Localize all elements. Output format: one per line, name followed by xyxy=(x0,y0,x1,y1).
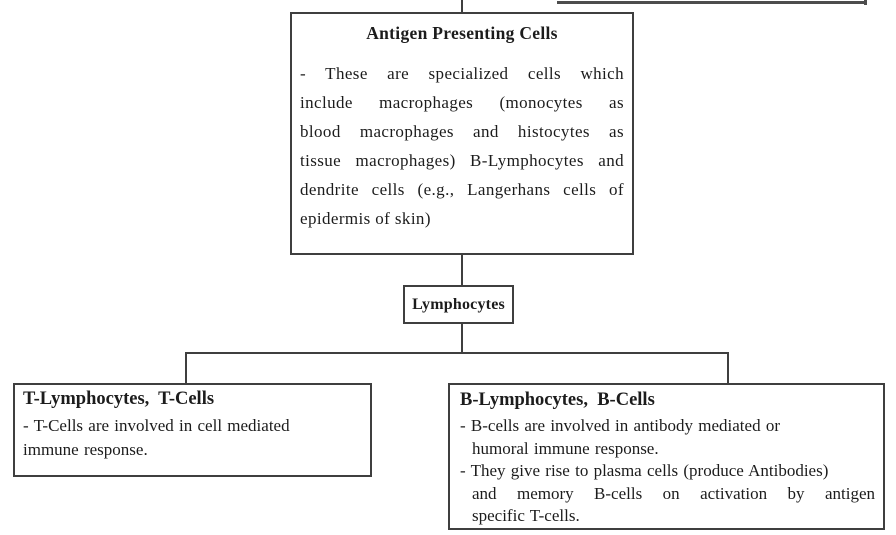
lymphocytes-box-title: Lymphocytes xyxy=(412,295,505,313)
apc-body-line: include macrophages (monocytes as xyxy=(300,93,624,112)
t-box-body: - T-Cells are involved in cell mediated … xyxy=(23,414,362,462)
t-body-line: - T-Cells are involved in cell mediated xyxy=(23,416,290,435)
partial-box-corner xyxy=(864,0,867,5)
connector-branch-horizontal xyxy=(185,352,729,354)
b-lymphocytes-box: B-Lymphocytes, B-Cells - B-cells are inv… xyxy=(448,383,885,530)
connector-lymphocytes-to-branch xyxy=(461,322,463,354)
lymphocytes-box: Lymphocytes xyxy=(403,285,514,324)
b-body-line: and memory B-cells on activation by anti… xyxy=(472,483,875,503)
t-box-title: T-Lymphocytes, T-Cells xyxy=(23,389,215,409)
b-box-title: B-Lymphocytes, B-Cells xyxy=(460,390,655,410)
t-lymphocytes-box: T-Lymphocytes, T-Cells - T-Cells are inv… xyxy=(13,383,372,477)
apc-box-title: Antigen Presenting Cells xyxy=(366,23,558,43)
connector-apc-to-lymphocytes xyxy=(461,254,463,287)
antigen-presenting-cells-box: Antigen Presenting Cells - These are spe… xyxy=(290,12,634,255)
apc-body-line: blood macrophages and histocytes as xyxy=(300,122,624,141)
b-box-body: - B-cells are involved in antibody media… xyxy=(460,415,875,528)
apc-body-line: tissue macrophages) B-Lymphocytes and xyxy=(300,151,624,170)
apc-body-line: epidermis of skin) xyxy=(300,209,431,228)
apc-body-line: dendrite cells (e.g., Langerhans cells o… xyxy=(300,180,624,199)
b-body-line: - B-cells are involved in antibody media… xyxy=(460,416,780,435)
t-body-line: immune response. xyxy=(23,440,148,459)
connector-branch-to-b-box xyxy=(727,352,729,385)
partial-box-bottom-edge xyxy=(557,1,867,4)
apc-body-line: - These are specialized cells which xyxy=(300,64,624,83)
b-body-line: - They give rise to plasma cells (produc… xyxy=(460,461,829,480)
connector-top-stem xyxy=(461,0,463,14)
b-body-line: specific T-cells. xyxy=(472,506,580,525)
connector-branch-to-t-box xyxy=(185,352,187,385)
apc-box-body: - These are specialized cells which incl… xyxy=(300,59,624,233)
b-body-line: humoral immune response. xyxy=(472,438,659,458)
